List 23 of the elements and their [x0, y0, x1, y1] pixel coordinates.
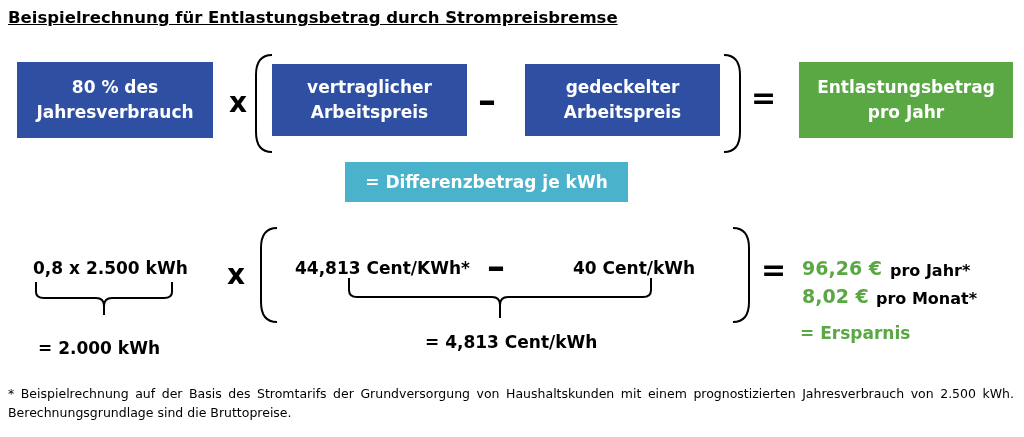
difference-box: = Differenzbetrag je kWh [345, 162, 628, 202]
diagram-title: Beispielrechnung für Entlastungsbetrag durch Strompreisbremse [8, 8, 618, 27]
formula-term: 0,8 x 2.500 kWh [33, 258, 188, 278]
formula-box: vertraglicher Arbeitspreis [272, 64, 467, 136]
operator-sign: x [227, 258, 246, 291]
operator-sign: – [487, 246, 505, 287]
formula-term: 44,813 Cent/KWh* [295, 258, 470, 278]
subtotal-text: = 4,813 Cent/kWh [425, 332, 598, 352]
subtotal-text: = 2.000 kWh [38, 338, 160, 358]
result-box: Entlastungsbetrag pro Jahr [799, 62, 1013, 138]
result-unit: pro Jahr* [890, 261, 971, 280]
result-caption: = Ersparnis [800, 323, 911, 343]
operator-sign: = [751, 80, 777, 115]
result-value: 8,02 € [802, 285, 869, 307]
formula-term: 40 Cent/kWh [573, 258, 696, 278]
footnote-text: * Beispielrechnung auf der Basis des Stromtarifs der Grundversorgung von Haushaltskunden mit einem prognostizierten Jahresverbrauch von 2.500 kWh. Berechnungsgrundlage sind die Bruttopreise. [8, 385, 1014, 423]
formula-box: 80 % des Jahresverbrauch [17, 62, 213, 138]
operator-sign: x [229, 86, 248, 119]
operator-sign: = [761, 252, 787, 287]
result-value: 96,26 € [802, 257, 882, 279]
formula-box: gedeckelter Arbeitspreis [525, 64, 720, 136]
operator-sign: – [478, 80, 496, 121]
result-unit: pro Monat* [876, 289, 978, 308]
